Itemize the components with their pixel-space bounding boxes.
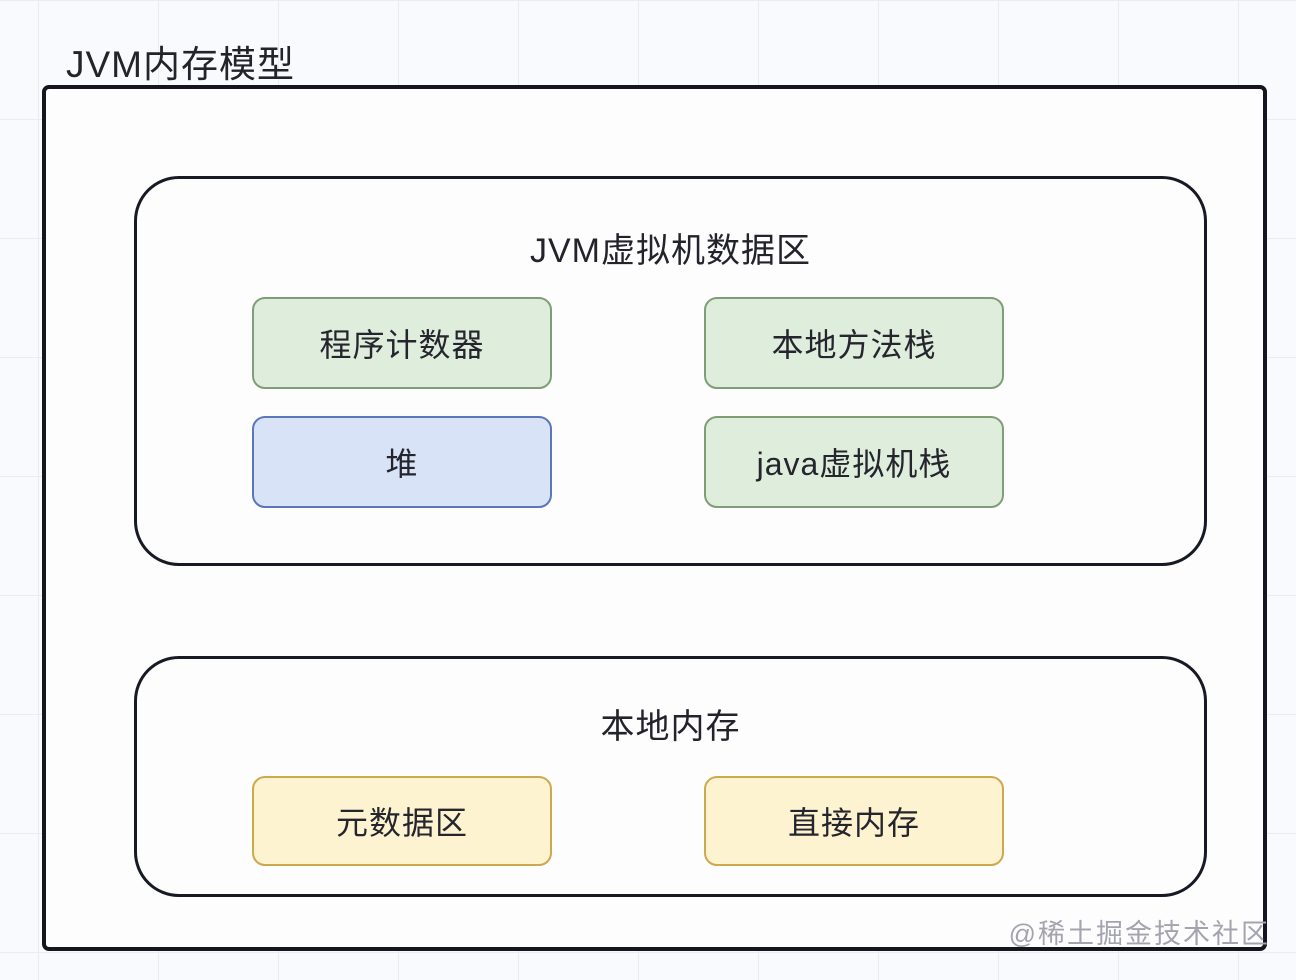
node-metaspace: 元数据区 <box>252 776 552 866</box>
node-native-method-stack: 本地方法栈 <box>704 297 1004 389</box>
node-metaspace-label: 元数据区 <box>335 805 468 841</box>
node-java-vm-stack: java虚拟机栈 <box>704 416 1004 508</box>
node-program-counter-label: 程序计数器 <box>319 327 485 363</box>
juejin-watermark: @稀土掘金技术社区 <box>1008 919 1270 949</box>
node-java-vm-stack-label: java虚拟机栈 <box>756 446 952 482</box>
section-title-jvm-runtime-data-area: JVM虚拟机数据区 <box>530 232 811 270</box>
node-heap: 堆 <box>252 416 552 508</box>
section-native-memory: 本地内存 元数据区 直接内存 <box>134 656 1207 897</box>
node-program-counter: 程序计数器 <box>252 297 552 389</box>
node-direct-memory: 直接内存 <box>704 776 1004 866</box>
page-title: JVM内存模型 <box>66 44 295 85</box>
node-direct-memory-label: 直接内存 <box>787 805 920 841</box>
node-native-method-stack-label: 本地方法栈 <box>771 327 937 363</box>
node-heap-label: 堆 <box>385 446 419 482</box>
section-title-native-memory: 本地内存 <box>600 708 741 746</box>
jvm-outer-container: JVM虚拟机数据区 程序计数器 本地方法栈 堆 java虚拟机栈 本地内存 元数… <box>42 85 1267 951</box>
section-jvm-runtime-data-area: JVM虚拟机数据区 程序计数器 本地方法栈 堆 java虚拟机栈 <box>134 176 1207 566</box>
